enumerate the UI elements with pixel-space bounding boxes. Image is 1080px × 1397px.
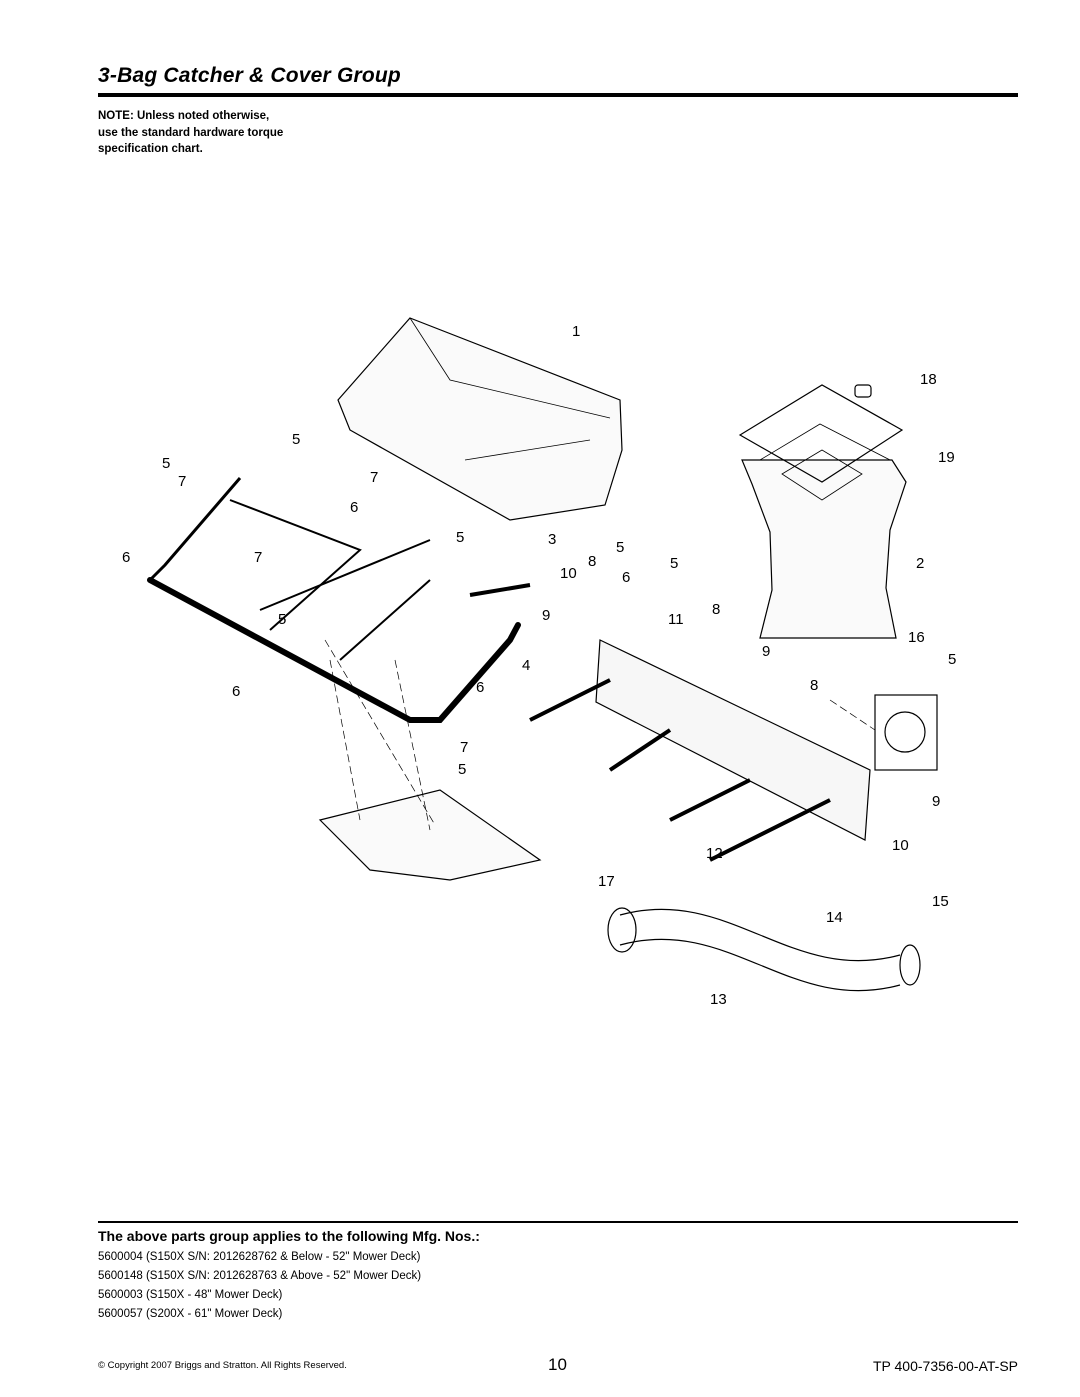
callout-label: 5 [278,611,286,628]
mfg-number-item: 5600003 (S150X - 48" Mower Deck) [98,1289,283,1301]
callout-label: 4 [522,657,530,674]
callout-label: 10 [892,837,909,854]
callout-label: 5 [162,455,170,472]
callout-label: 5 [670,555,678,572]
exploded-parts-diagram: 1 18 19 2 5 5 7 7 6 6 5 3 8 5 10 6 5 7 9… [110,300,990,1020]
callout-label: 18 [920,371,937,388]
hose-end-part [607,907,637,953]
callout-label: 6 [122,549,130,566]
front-frame-part [147,577,521,723]
bag-mount-frame-part [595,639,871,841]
callout-label: 12 [706,845,723,862]
torque-note: NOTE: Unless noted otherwise, use the st… [98,108,418,158]
title-rule [98,93,1018,97]
callout-label: 10 [560,565,577,582]
callout-label: 7 [460,739,468,756]
hose-part [616,910,904,990]
bag-part [741,459,907,639]
page-title: 3-Bag Catcher & Cover Group [98,64,401,87]
callout-label: 11 [668,611,684,628]
note-line: specification chart. [98,143,203,155]
callout-label: 6 [476,679,484,696]
gas-spring-part [469,583,531,597]
callout-label: 6 [350,499,358,516]
mfg-number-item: 5600057 (S200X - 61" Mower Deck) [98,1308,283,1320]
callout-label: 9 [762,643,770,660]
applies-rule [98,1221,1018,1223]
note-line: NOTE: Unless noted otherwise, [98,110,270,122]
callout-label: 7 [178,473,186,490]
clamp-part [899,944,921,986]
callout-label: 6 [232,683,240,700]
callout-label: 7 [370,469,378,486]
adapter-plate-part [874,694,938,771]
bushing-part [854,384,872,398]
callout-label: 5 [292,431,300,448]
callout-label: 5 [458,761,466,778]
callout-label: 9 [542,607,550,624]
mfg-number-item: 5600148 (S150X S/N: 2012628763 & Above -… [98,1270,422,1282]
callout-label: 5 [948,651,956,668]
callout-label: 15 [932,893,949,910]
parts-diagram-svg: 1 18 19 2 5 5 7 7 6 6 5 3 8 5 10 6 5 7 9… [122,317,956,1008]
support-bar-part [259,539,431,661]
callout-label: 1 [572,323,580,340]
callout-label: 9 [932,793,940,810]
cover-part [337,317,623,521]
callout-label: 7 [254,549,262,566]
mfg-number-item: 5600004 (S150X S/N: 2012628762 & Below -… [98,1251,421,1263]
deflector-part [318,789,542,881]
callout-label: 5 [456,529,464,546]
callout-label: 6 [622,569,630,586]
copyright-text: © Copyright 2007 Briggs and Stratton. Al… [98,1360,347,1371]
applies-heading: The above parts group applies to the fol… [98,1228,480,1244]
callout-label: 8 [588,553,596,570]
page-number: 10 [548,1355,567,1374]
callout-label: 5 [616,539,624,556]
callout-label: 17 [598,873,615,890]
mfg-number-list: 5600004 (S150X S/N: 2012628762 & Below -… [98,1248,421,1324]
callout-label: 16 [908,629,925,646]
callout-label: 8 [810,677,818,694]
callout-label: 13 [710,991,727,1008]
note-line: use the standard hardware torque [98,126,284,139]
callout-label: 19 [938,449,955,466]
bag-frame-part [738,384,904,483]
document-id: TP 400-7356-00-AT-SP [872,1358,1018,1374]
callout-label: 14 [826,909,843,926]
callout-label: 3 [548,531,556,548]
callout-label: 8 [712,601,720,618]
callout-label: 2 [916,555,924,572]
